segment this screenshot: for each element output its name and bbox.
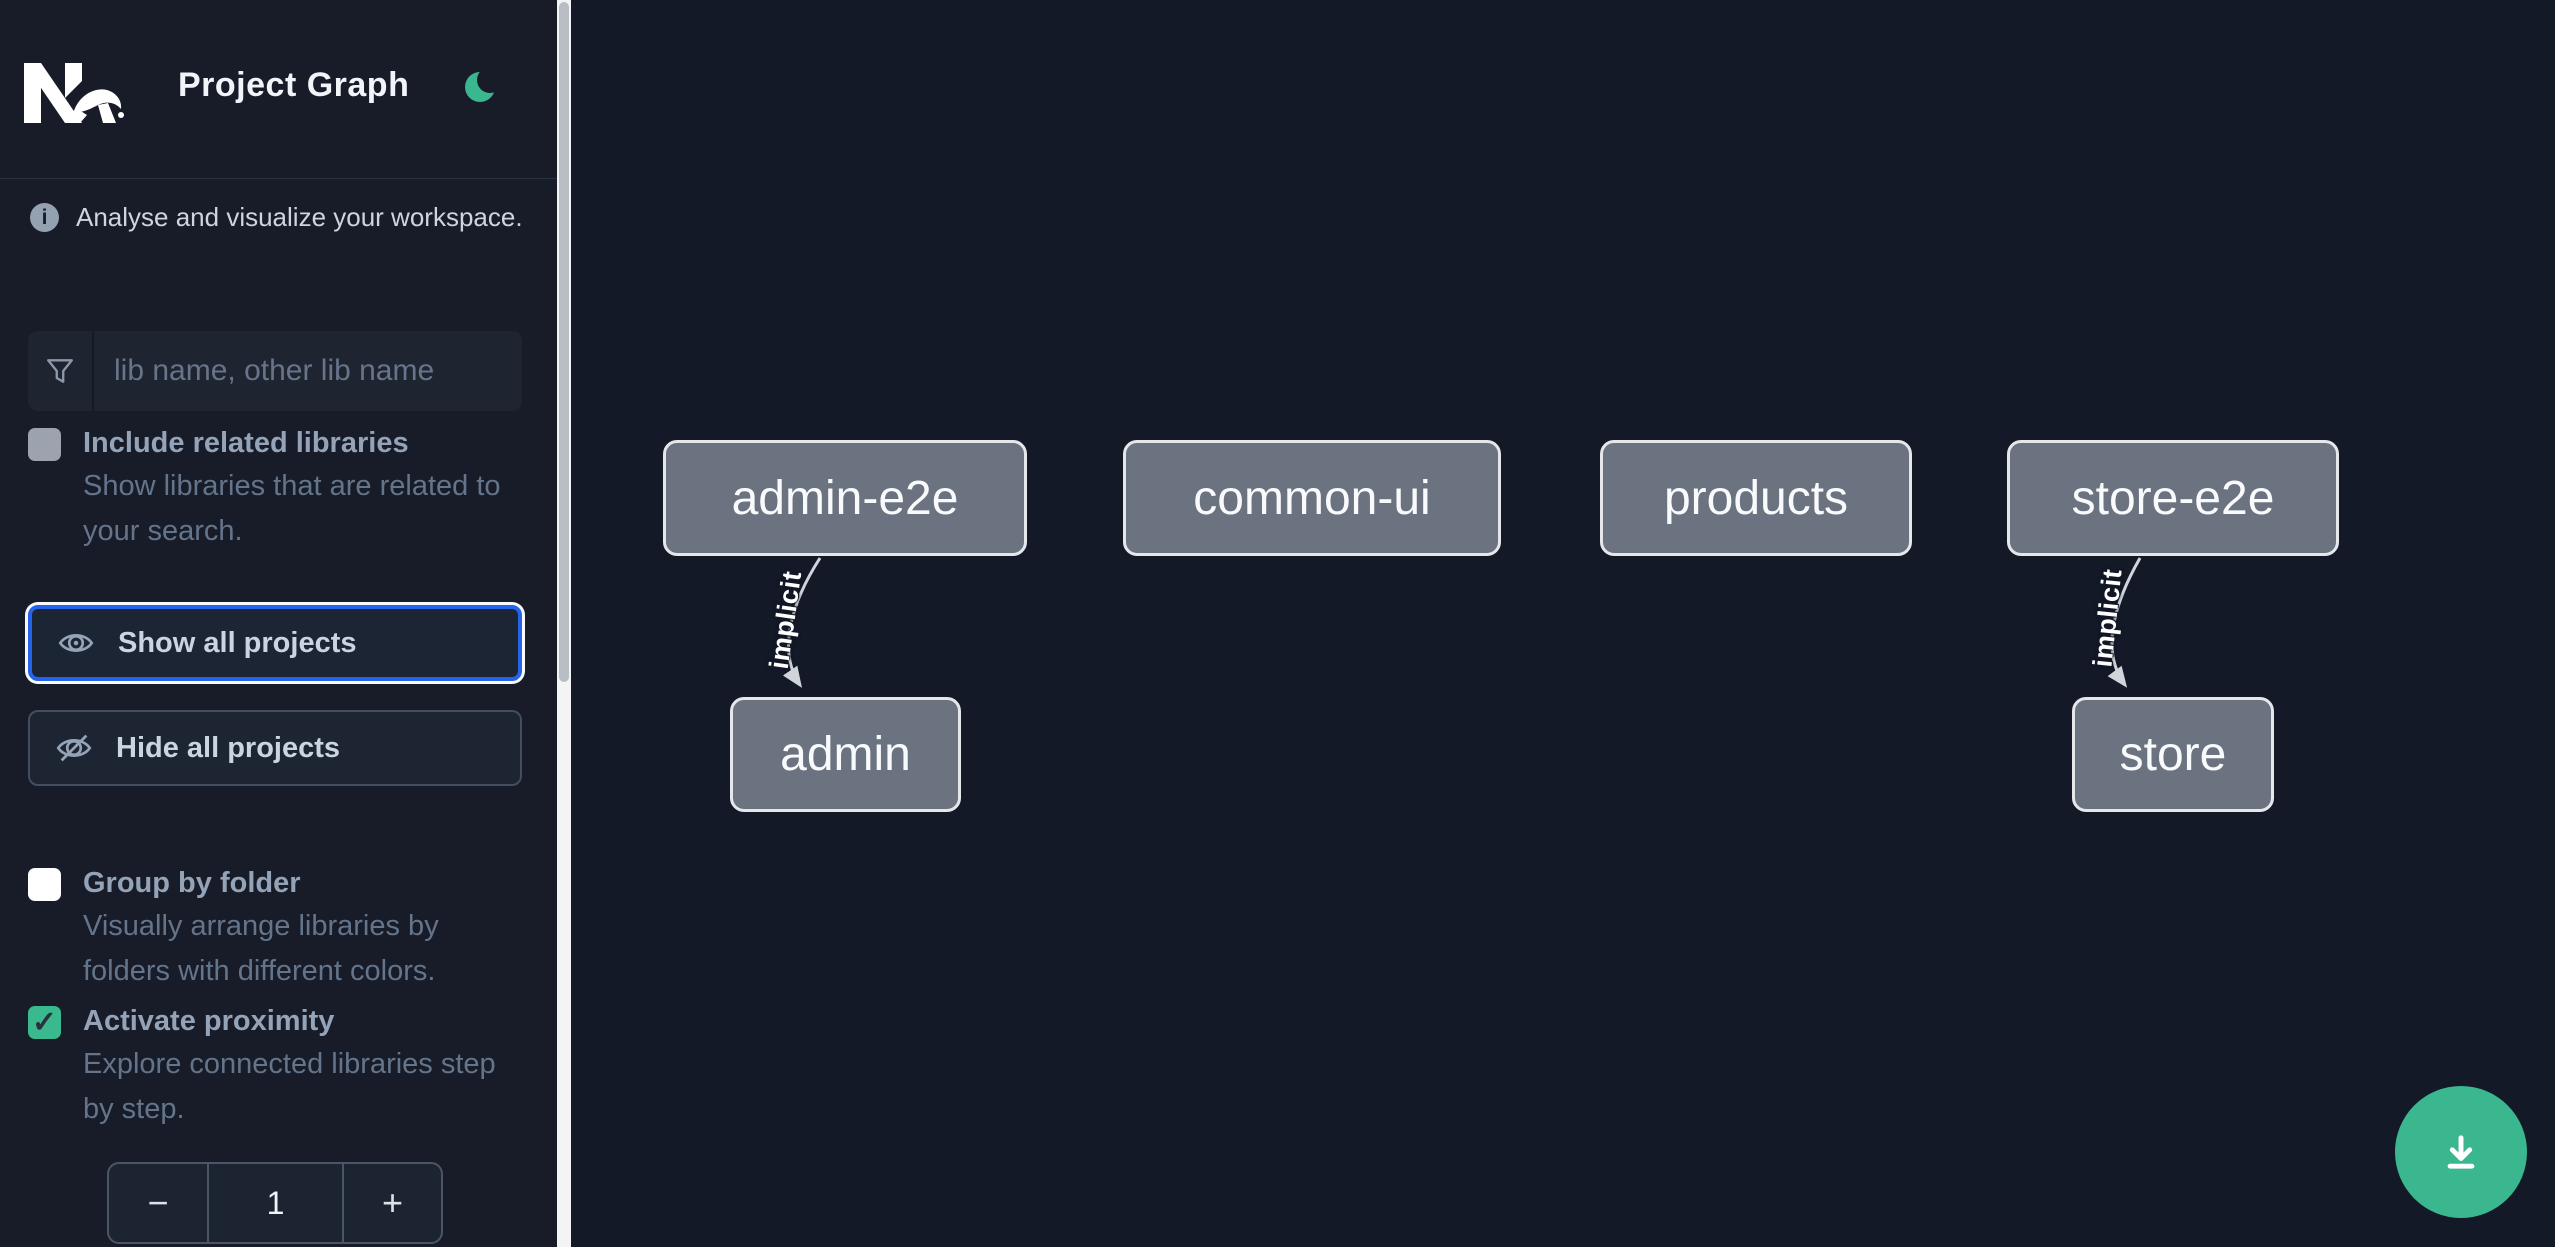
include-related-row: Include related libraries Show libraries… bbox=[28, 426, 528, 554]
decrement-button[interactable]: − bbox=[109, 1164, 209, 1242]
eye-off-icon bbox=[56, 734, 92, 762]
group-by-folder-row: Group by folder Visually arrange librari… bbox=[28, 866, 528, 994]
include-related-description: Show libraries that are related to your … bbox=[83, 470, 501, 547]
hide-all-projects-button[interactable]: Hide all projects bbox=[28, 710, 522, 786]
node-admin[interactable]: admin bbox=[730, 697, 961, 812]
download-icon bbox=[2447, 1135, 2475, 1169]
nx-logo bbox=[24, 63, 124, 123]
eye-icon bbox=[58, 634, 94, 652]
activate-proximity-checkbox[interactable]: ✓ bbox=[28, 1006, 61, 1039]
show-all-projects-label: Show all projects bbox=[118, 626, 357, 659]
search-box bbox=[28, 331, 522, 411]
info-row: i Analyse and visualize your workspace. bbox=[30, 202, 523, 233]
checkmark-icon: ✓ bbox=[31, 1005, 58, 1039]
include-related-label[interactable]: Include related libraries bbox=[83, 427, 409, 459]
sidebar-scrollbar-thumb[interactable] bbox=[559, 2, 569, 682]
sidebar: Project Graph i Analyse and visualize yo… bbox=[0, 0, 557, 1247]
download-graph-button[interactable] bbox=[2395, 1086, 2527, 1218]
hide-all-projects-label: Hide all projects bbox=[116, 731, 341, 764]
activate-proximity-description: Explore connected libraries step by step… bbox=[83, 1048, 496, 1125]
graph-canvas[interactable]: implicit implicit admin-e2e common-ui pr… bbox=[571, 0, 2555, 1247]
edge-label-implicit-admin: implicit bbox=[763, 569, 808, 671]
app-title: Project Graph bbox=[178, 66, 410, 104]
show-all-projects-button[interactable]: Show all projects bbox=[28, 605, 522, 681]
proximity-depth-value: 1 bbox=[266, 1184, 285, 1221]
group-by-folder-label[interactable]: Group by folder bbox=[83, 867, 301, 899]
funnel-icon bbox=[28, 331, 94, 411]
node-common-ui[interactable]: common-ui bbox=[1123, 440, 1501, 556]
info-text: Analyse and visualize your workspace. bbox=[76, 202, 523, 232]
edges-layer bbox=[782, 557, 2142, 688]
include-related-checkbox[interactable] bbox=[28, 428, 61, 461]
edge-label-implicit-store: implicit bbox=[2087, 567, 2128, 669]
search-input[interactable] bbox=[94, 331, 522, 411]
node-products[interactable]: products bbox=[1600, 440, 1912, 556]
theme-toggle-button[interactable] bbox=[458, 62, 506, 110]
node-admin-e2e[interactable]: admin-e2e bbox=[663, 440, 1027, 556]
group-by-folder-description: Visually arrange libraries by folders wi… bbox=[83, 910, 439, 987]
group-by-folder-checkbox[interactable] bbox=[28, 868, 61, 901]
moon-icon bbox=[465, 67, 503, 102]
sidebar-scrollbar-track[interactable] bbox=[557, 0, 571, 1247]
node-store[interactable]: store bbox=[2072, 697, 2274, 812]
header-divider bbox=[0, 178, 557, 179]
info-icon: i bbox=[30, 203, 59, 232]
activate-proximity-row: ✓ Activate proximity Explore connected l… bbox=[28, 1004, 528, 1132]
proximity-depth-stepper: − 1 + bbox=[107, 1162, 443, 1244]
increment-button[interactable]: + bbox=[342, 1164, 441, 1242]
activate-proximity-label[interactable]: Activate proximity bbox=[83, 1005, 335, 1037]
node-store-e2e[interactable]: store-e2e bbox=[2007, 440, 2339, 556]
